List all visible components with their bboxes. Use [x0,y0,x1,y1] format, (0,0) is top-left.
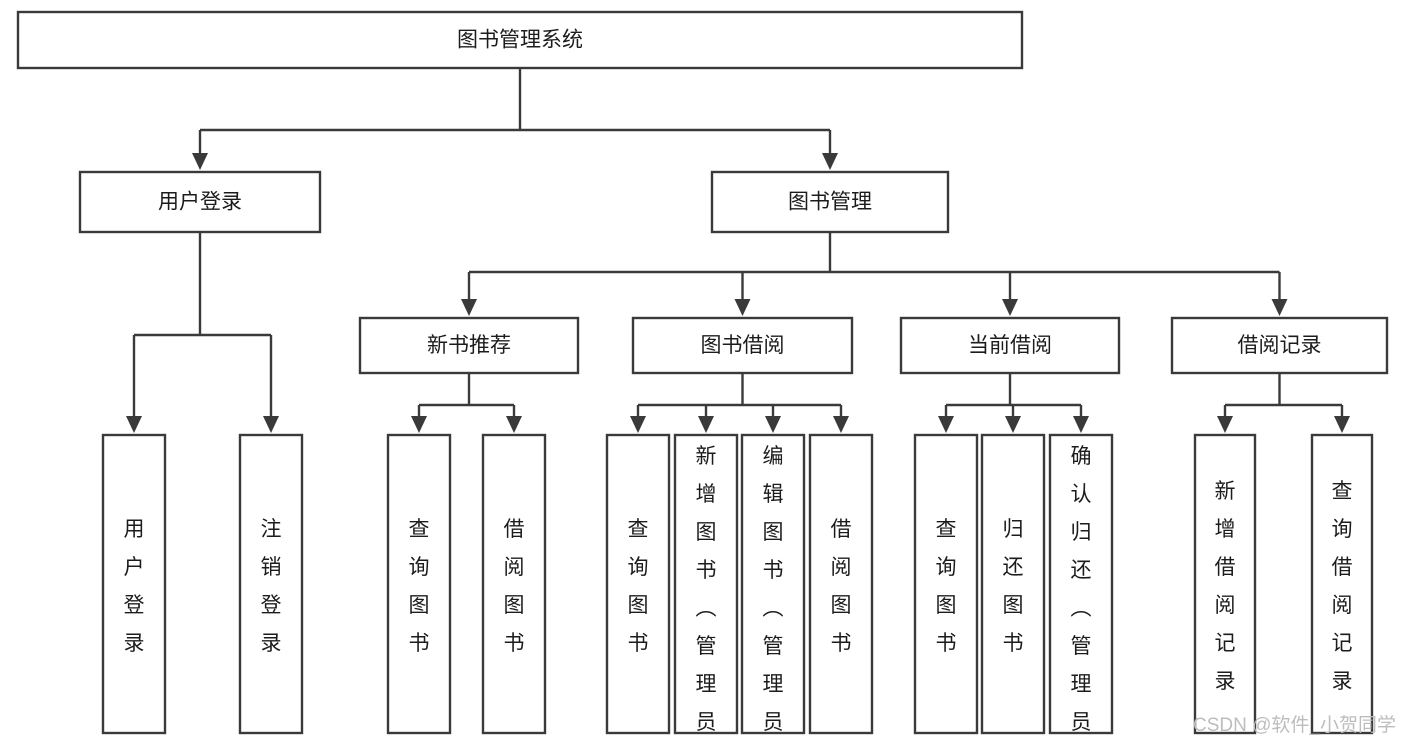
arrow-head-root-1 [822,153,838,170]
node-label-user-login: 用户登录 [158,191,242,214]
arrow-head-borrow-record-0 [1217,416,1233,433]
node-user-login[interactable]: 用户登录 [78,170,322,234]
arrow-head-book-borrow-2 [765,416,781,433]
arrow-head-book-manage-2 [1002,299,1018,316]
node-box-leaf-query-book-3 [913,433,979,735]
node-new-book-recommend[interactable]: 新书推荐 [358,316,580,375]
node-leaf-confirm-return[interactable]: 确认归还︵管理员︶ [1048,433,1114,752]
node-leaf-borrow-book-1[interactable]: 借阅图书 [481,433,547,735]
node-label-leaf-query-book-1: 查询图书 [409,518,430,655]
node-box-user-login [78,170,322,234]
node-box-leaf-borrow-book-2 [808,433,874,735]
arrow-head-new-book-recommend-0 [411,416,427,433]
node-label-root: 图书管理系统 [457,29,583,52]
node-box-leaf-add-book [673,433,739,735]
node-label-leaf-borrow-book-2: 借阅图书 [831,518,852,655]
node-current-borrow[interactable]: 当前借阅 [899,316,1121,375]
node-label-leaf-add-book: 新增图书︵管理员︶ [696,445,717,747]
node-book-borrow[interactable]: 图书借阅 [631,316,854,375]
node-label-leaf-query-record: 查询借阅记录 [1332,480,1353,693]
node-box-leaf-query-book-1 [386,433,452,735]
node-leaf-query-book-1[interactable]: 查询图书 [386,433,452,735]
arrow-head-user-login-0 [126,416,142,433]
node-leaf-edit-book[interactable]: 编辑图书︵管理员︶ [740,433,806,752]
arrow-head-user-login-1 [263,416,279,433]
node-label-book-borrow: 图书借阅 [701,334,785,357]
nodes-layer: 图书管理系统用户登录图书管理新书推荐图书借阅当前借阅借阅记录用户登录注销登录查询… [16,10,1389,752]
arrow-head-book-manage-1 [734,299,751,316]
node-leaf-user-login[interactable]: 用户登录 [101,433,167,735]
arrow-head-book-borrow-0 [630,416,646,433]
arrow-head-current-borrow-1 [1005,416,1021,433]
node-leaf-return-book[interactable]: 归还图书 [980,433,1046,735]
node-box-leaf-confirm-return [1048,433,1114,735]
node-box-root [16,10,1024,70]
node-label-new-book-recommend: 新书推荐 [427,334,511,357]
node-label-leaf-query-book-2: 查询图书 [628,518,649,655]
node-leaf-query-book-3[interactable]: 查询图书 [913,433,979,735]
node-leaf-query-record[interactable]: 查询借阅记录 [1310,433,1374,735]
node-box-new-book-recommend [358,316,580,375]
node-label-leaf-query-book-3: 查询图书 [936,518,957,655]
node-box-leaf-edit-book [740,433,806,735]
node-label-leaf-add-record: 新增借阅记录 [1215,480,1236,693]
arrow-head-book-borrow-1 [698,416,714,433]
connectors-layer [126,68,1350,433]
node-book-manage[interactable]: 图书管理 [710,170,950,234]
node-label-leaf-logout: 注销登录 [261,518,282,655]
node-box-leaf-query-book-2 [605,433,671,735]
arrow-head-new-book-recommend-1 [506,416,522,433]
node-label-leaf-user-login: 用户登录 [124,518,145,655]
node-label-borrow-record: 借阅记录 [1238,334,1322,357]
arrow-head-borrow-record-1 [1334,416,1350,433]
arrow-head-root-0 [192,153,208,170]
node-box-current-borrow [899,316,1121,375]
node-box-leaf-return-book [980,433,1046,735]
node-box-leaf-logout [238,433,304,735]
arrow-head-current-borrow-2 [1073,416,1089,433]
node-label-leaf-return-book: 归还图书 [1003,518,1024,655]
node-borrow-record[interactable]: 借阅记录 [1170,316,1389,375]
arrow-head-book-manage-3 [1271,299,1288,316]
arrow-head-book-manage-0 [461,299,477,316]
node-box-leaf-user-login [101,433,167,735]
node-box-book-borrow [631,316,854,375]
node-label-leaf-borrow-book-1: 借阅图书 [504,518,525,655]
node-leaf-borrow-book-2[interactable]: 借阅图书 [808,433,874,735]
node-root[interactable]: 图书管理系统 [16,10,1024,70]
node-leaf-query-book-2[interactable]: 查询图书 [605,433,671,735]
node-leaf-add-record[interactable]: 新增借阅记录 [1193,433,1257,735]
node-leaf-add-book[interactable]: 新增图书︵管理员︶ [673,433,739,752]
node-box-leaf-add-record [1193,433,1257,735]
node-box-leaf-borrow-book-1 [481,433,547,735]
node-box-leaf-query-record [1310,433,1374,735]
node-box-borrow-record [1170,316,1389,375]
node-label-leaf-confirm-return: 确认归还︵管理员︶ [1071,445,1092,747]
node-label-book-manage: 图书管理 [788,191,872,214]
arrow-head-current-borrow-0 [938,416,954,433]
csdn-watermark: CSDN @软件_小贺同学 [1193,714,1396,736]
arrow-head-book-borrow-3 [833,416,849,433]
node-leaf-logout[interactable]: 注销登录 [238,433,304,735]
node-label-current-borrow: 当前借阅 [968,334,1052,357]
node-box-book-manage [710,170,950,234]
